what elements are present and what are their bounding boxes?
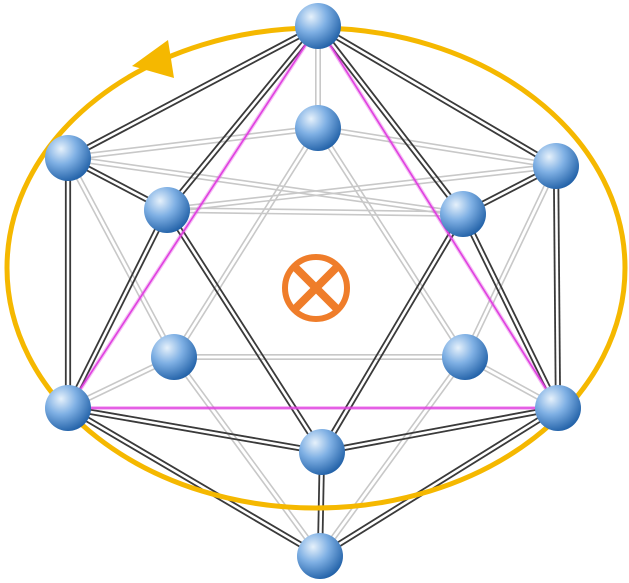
- back-edge: [317, 125, 557, 169]
- back-edge: [65, 156, 177, 359]
- back-edge: [315, 126, 468, 359]
- node-front-lower: [299, 429, 345, 475]
- back-edge: [166, 207, 464, 217]
- front-edge: [318, 405, 560, 559]
- circled-times-icon: [282, 254, 350, 322]
- node-left-lower: [45, 385, 91, 431]
- back-edge: [174, 353, 465, 361]
- front-edge: [67, 404, 323, 456]
- back-edge: [462, 164, 559, 359]
- back-edge: [166, 163, 557, 213]
- front-edge: [66, 405, 322, 559]
- front-edge: [164, 24, 321, 212]
- back-edge: [171, 355, 323, 558]
- front-edge: [316, 23, 558, 169]
- node-bottom: [297, 533, 343, 579]
- node-left-upper: [45, 135, 91, 181]
- triangle-group: [64, 22, 562, 410]
- front-edge: [460, 212, 561, 410]
- node-back-upper: [295, 105, 341, 151]
- node-inner-left-up: [144, 187, 190, 233]
- equilateral-triangle: [66, 24, 560, 409]
- front-edge: [315, 24, 466, 216]
- front-edge: [64, 158, 72, 408]
- front-edge: [66, 23, 320, 161]
- node-right-lower: [535, 385, 581, 431]
- front-edge: [319, 212, 466, 454]
- center-symbol-group: [282, 254, 350, 322]
- node-inner-right-up: [440, 191, 486, 237]
- node-right-upper: [533, 143, 579, 189]
- front-edge: [164, 208, 325, 454]
- node-top: [295, 3, 341, 49]
- back-edge: [317, 355, 468, 558]
- front-edge: [552, 165, 562, 409]
- node-inner-left-low: [151, 334, 197, 380]
- back-edge: [171, 126, 321, 359]
- node-inner-right-low: [442, 334, 488, 380]
- back-edges: [65, 26, 560, 558]
- orbit-arrow-icon: [132, 40, 174, 78]
- front-edge: [321, 404, 559, 456]
- nodes-group: [45, 3, 581, 579]
- back-edge: [67, 125, 319, 161]
- front-edge: [65, 208, 170, 410]
- back-edge: [67, 155, 464, 217]
